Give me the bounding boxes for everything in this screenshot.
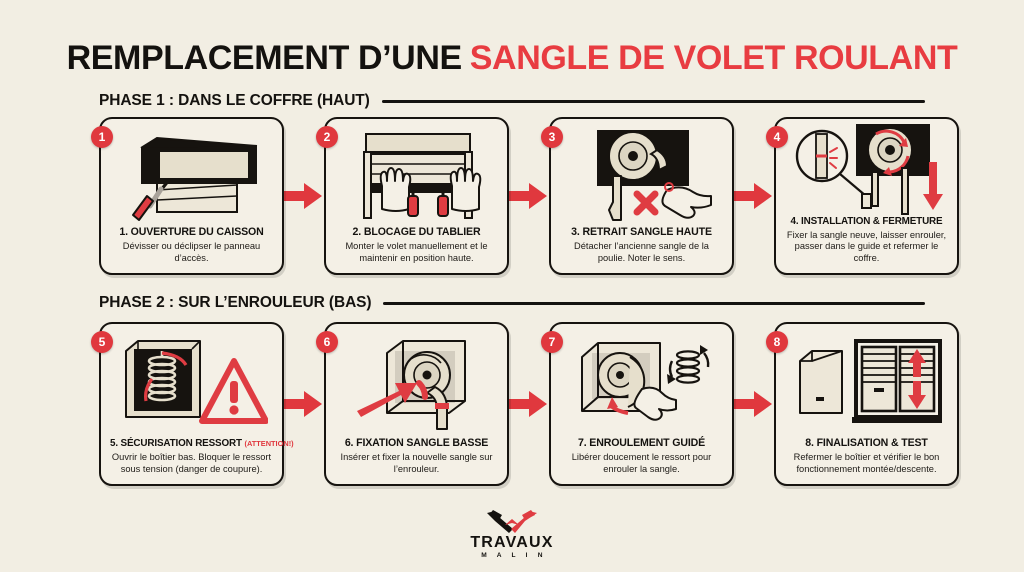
step-caption-7: 7. ENROULEMENT GUIDÉ Libérer doucement l… [558, 437, 725, 477]
flow-arrow-4 [284, 322, 324, 486]
step-caption-5: 5. SÉCURISATION RESSORT (ATTENTION!) Ouv… [108, 437, 294, 477]
page-title-dark: REMPLACEMENT D’UNE [66, 39, 463, 77]
step-title-5-text: 5. SÉCURISATION RESSORT [110, 438, 242, 450]
phase-1-label: PHASE 1 : DANS LE COFFRE (HAUT) [99, 92, 370, 109]
crossed-hammers-icon [487, 510, 537, 533]
logo-subtext: M A L I N [481, 552, 547, 559]
arrow-right-icon [284, 391, 322, 417]
step-card-4[interactable]: 4 [766, 117, 959, 275]
flow-arrow-5 [509, 322, 549, 486]
step-badge-2: 2 [316, 126, 338, 148]
step-card-1[interactable]: 1 [91, 117, 284, 275]
flow-arrow-1 [284, 117, 324, 275]
step-desc-2: Monter le volet manuellement et le maint… [345, 241, 488, 263]
attention-badge: (ATTENTION!) [244, 439, 294, 449]
arrow-right-icon [509, 391, 547, 417]
step-art-7 [558, 330, 725, 437]
step-title-3: 3. RETRAIT SANGLE HAUTE [571, 226, 712, 239]
arrow-right-icon [509, 183, 547, 209]
spring-box-warning-icon [124, 339, 268, 424]
step-card-7[interactable]: 7 [541, 322, 734, 486]
step-caption-8: 8. FINALISATION & TEST Refermer le boîti… [783, 437, 950, 477]
step-badge-8: 8 [766, 331, 788, 353]
step-title-2: 2. BLOCAGE DU TABLIER [352, 226, 481, 239]
brand-logo: TRAVAUX M A L I N [0, 509, 1024, 560]
arrow-right-icon [734, 183, 772, 209]
steps-row-2: 5 [91, 322, 959, 486]
step-art-2 [333, 125, 500, 226]
flow-arrow-3 [734, 117, 774, 275]
flow-arrow-6 [734, 322, 774, 486]
step-card-8[interactable]: 8 [766, 322, 959, 486]
step-desc-7: Libérer doucement le ressort pour enroul… [571, 452, 712, 474]
step-badge-6: 6 [316, 331, 338, 353]
arrow-right-icon [734, 391, 772, 417]
step-badge-5: 5 [91, 331, 113, 353]
winder-hand-guiding-icon [580, 341, 709, 421]
phase-header-1: PHASE 1 : DANS LE COFFRE (HAUT) [99, 92, 925, 110]
step-title-1: 1. OUVERTURE DU CAISSON [119, 226, 264, 239]
step-caption-2: 2. BLOCAGE DU TABLIER Monter le volet ma… [333, 226, 500, 266]
logo-wordmark: TRAVAUX [470, 534, 554, 551]
step-caption-4: 4. INSTALLATION & FERMETURE Fixer la san… [783, 215, 950, 266]
step-art-6 [333, 330, 500, 437]
step-caption-3: 3. RETRAIT SANGLE HAUTE Détacher l’ancie… [558, 226, 725, 266]
step-art-5 [108, 330, 275, 437]
step-art-1 [108, 125, 275, 226]
phase-header-2: PHASE 2 : SUR L’ENROULEUR (BAS) [99, 294, 925, 312]
closed-box-and-window-icon [798, 338, 942, 423]
step-title-7: 7. ENROULEMENT GUIDÉ [577, 437, 706, 450]
steps-row-1: 1 [91, 117, 959, 275]
step-badge-4: 4 [766, 126, 788, 148]
step-art-3 [558, 125, 725, 226]
step-card-6[interactable]: 6 [316, 322, 509, 486]
winder-insert-strap-icon [356, 339, 466, 430]
step-art-4 [783, 123, 950, 215]
page-title-red: SANGLE DE VOLET ROULANT [469, 39, 958, 77]
step-title-6: 6. FIXATION SANGLE BASSE [344, 437, 489, 450]
step-desc-1: Dévisser ou déclipser le panneau d’accès… [122, 241, 261, 263]
flow-arrow-2 [509, 117, 549, 275]
phase-1-rule [381, 99, 925, 103]
step-desc-5: Ouvrir le boîtier bas. Bloquer le ressor… [111, 452, 272, 474]
step-desc-6: Insérer et fixer la nouvelle sangle sur … [340, 452, 493, 474]
step-badge-7: 7 [541, 331, 563, 353]
step-badge-3: 3 [541, 126, 563, 148]
step-desc-3: Détacher l’ancienne sangle de la poulie.… [574, 241, 709, 263]
shutter-held-by-hands-icon [362, 132, 481, 219]
step-art-8 [783, 330, 950, 437]
step-card-2[interactable]: 2 [316, 117, 509, 275]
phase-2-label: PHASE 2 : SUR L’ENROULEUR (BAS) [99, 294, 372, 311]
pulley-detach-strap-icon [596, 129, 712, 221]
step-caption-6: 6. FIXATION SANGLE BASSE Insérer et fixe… [333, 437, 500, 477]
step-desc-4: Fixer la sangle neuve, laisser enrouler,… [786, 229, 947, 263]
phase-2-rule [383, 301, 925, 305]
step-desc-8: Refermer le boîtier et vérifier le bon f… [793, 452, 940, 474]
step-caption-1: 1. OUVERTURE DU CAISSON Dévisser ou décl… [108, 226, 275, 266]
step-title-8: 8. FINALISATION & TEST [805, 437, 928, 450]
arrow-right-icon [284, 183, 322, 209]
step-title-5: 5. SÉCURISATION RESSORT (ATTENTION!) [110, 437, 294, 450]
step-card-3[interactable]: 3 [541, 117, 734, 275]
step-title-4: 4. INSTALLATION & FERMETURE [790, 215, 943, 227]
roller-box-with-screwdriver-icon [131, 136, 257, 221]
step-card-5[interactable]: 5 [91, 322, 294, 486]
step-badge-1: 1 [91, 126, 113, 148]
pulley-new-strap-icon [795, 123, 943, 215]
